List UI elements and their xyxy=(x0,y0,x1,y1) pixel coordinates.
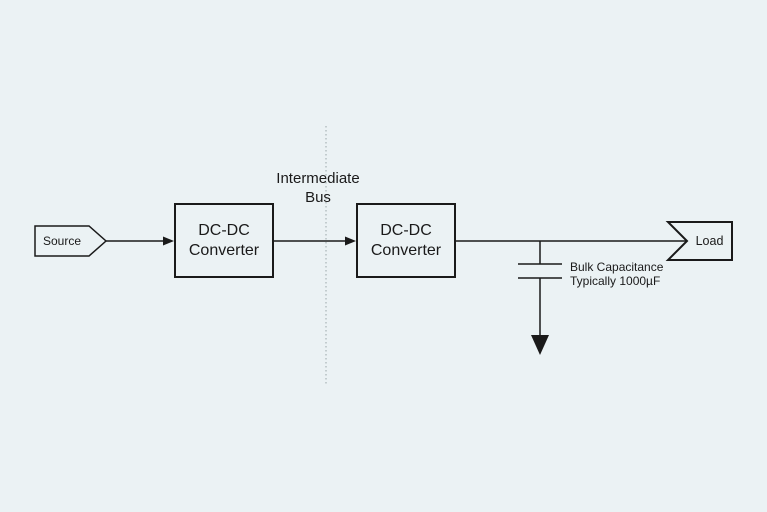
converter1-box: DC-DC Converter xyxy=(174,203,274,278)
converter2-label: DC-DC Converter xyxy=(370,221,442,259)
capacitor-caption-line2: Typically 1000µF xyxy=(570,273,661,288)
converter1-label: DC-DC Converter xyxy=(188,221,260,259)
load-label: Load xyxy=(695,234,724,248)
capacitor-caption: Bulk Capacitance Typically 1000µF xyxy=(570,260,664,288)
capacitor-caption-line1: Bulk Capacitance xyxy=(570,260,664,274)
arrowhead-icon xyxy=(345,236,356,246)
source-shape xyxy=(34,225,108,257)
source-label: Source xyxy=(42,234,82,248)
ground-arrow-icon xyxy=(531,335,549,355)
converter2-box: DC-DC Converter xyxy=(356,203,456,278)
load-shape xyxy=(665,221,733,261)
arrowhead-icon xyxy=(163,236,174,246)
intermediate-bus-label: Intermediate Bus xyxy=(276,170,360,206)
